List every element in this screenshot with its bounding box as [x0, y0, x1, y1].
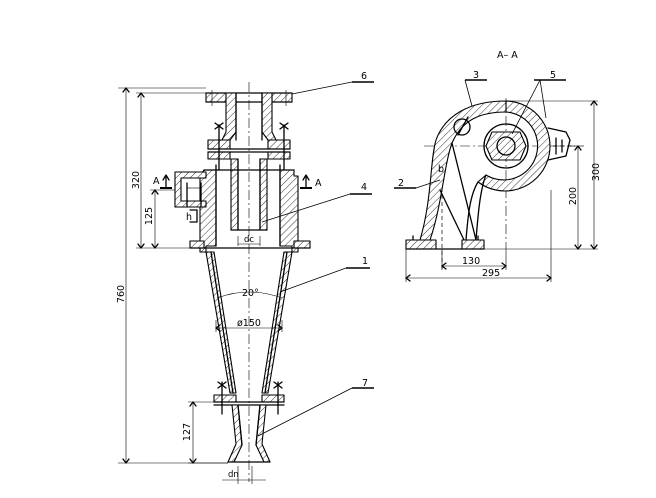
callout-2: 2 [394, 178, 441, 189]
dim-axis-offset: 130 [441, 248, 507, 270]
hub-section [483, 123, 529, 169]
callout-3: 3 [464, 70, 487, 107]
dim-cone-angle: 20° [216, 288, 283, 299]
section-cut-marks: A A [153, 174, 322, 189]
cone-angle-label: 20° [242, 288, 259, 299]
dim-200-label: 200 [568, 187, 579, 205]
callout-1: 1 [279, 256, 370, 293]
part-number-1: 1 [362, 256, 368, 267]
inlet-h-label: h [186, 212, 192, 223]
dim-body-diameter: ø150 [215, 318, 283, 332]
dim-total-height: 300 [484, 100, 602, 250]
volute-casing [419, 100, 551, 241]
dim-spigot-diameter: dn [222, 466, 266, 484]
dim-127-label: 127 [182, 423, 193, 441]
dc-label: dc [244, 235, 254, 245]
section-view: A– A b [394, 50, 602, 282]
main-view: 760 320 125 127 A [116, 71, 374, 484]
dim-overflow-diameter: dc [237, 235, 261, 246]
dim-130-label: 130 [462, 256, 480, 267]
dim-axis-height: 200 [568, 145, 584, 250]
top-flange [205, 90, 293, 106]
side-lug [547, 127, 575, 161]
part-number-2: 2 [398, 178, 404, 189]
diameter-150-label: ø150 [237, 318, 261, 329]
inlet-box [174, 171, 207, 223]
part-number-6: 6 [361, 71, 367, 82]
section-title: A– A [497, 50, 518, 61]
overflow-pipe [221, 92, 277, 141]
dim-295-label: 295 [482, 268, 500, 279]
inlet-b-label: b [438, 164, 444, 175]
cut-mark-left-label: A [153, 176, 160, 187]
callout-4: 4 [261, 182, 372, 223]
lower-flange [213, 381, 285, 415]
dn-label: dn [228, 470, 239, 480]
part-number-7: 7 [362, 378, 368, 389]
dim-overall-height: 760 [116, 87, 228, 464]
dim-inlet-height: 125 [144, 189, 175, 249]
vortex-finder [230, 158, 268, 231]
cone [205, 251, 293, 394]
dim-125-label: 125 [144, 207, 155, 225]
part-number-4: 4 [361, 182, 367, 193]
callout-5: 5 [511, 70, 566, 135]
callout-6: 6 [291, 71, 374, 95]
dim-upper-height: 320 [131, 92, 206, 249]
dim-300-label: 300 [591, 163, 602, 181]
cylinder-housing [189, 164, 311, 253]
dim-outlet-height: 127 [182, 401, 228, 464]
base-plate [405, 235, 485, 250]
dim-base-width: 295 [405, 190, 552, 282]
cut-mark-right-label: A [315, 178, 322, 189]
part-number-3: 3 [473, 70, 479, 81]
dim-760-label: 760 [116, 285, 127, 303]
inlet-port: b [438, 116, 471, 175]
part-number-5: 5 [550, 70, 556, 81]
middle-flange [207, 122, 291, 171]
dim-320-label: 320 [131, 171, 142, 189]
callout-7: 7 [257, 378, 374, 437]
